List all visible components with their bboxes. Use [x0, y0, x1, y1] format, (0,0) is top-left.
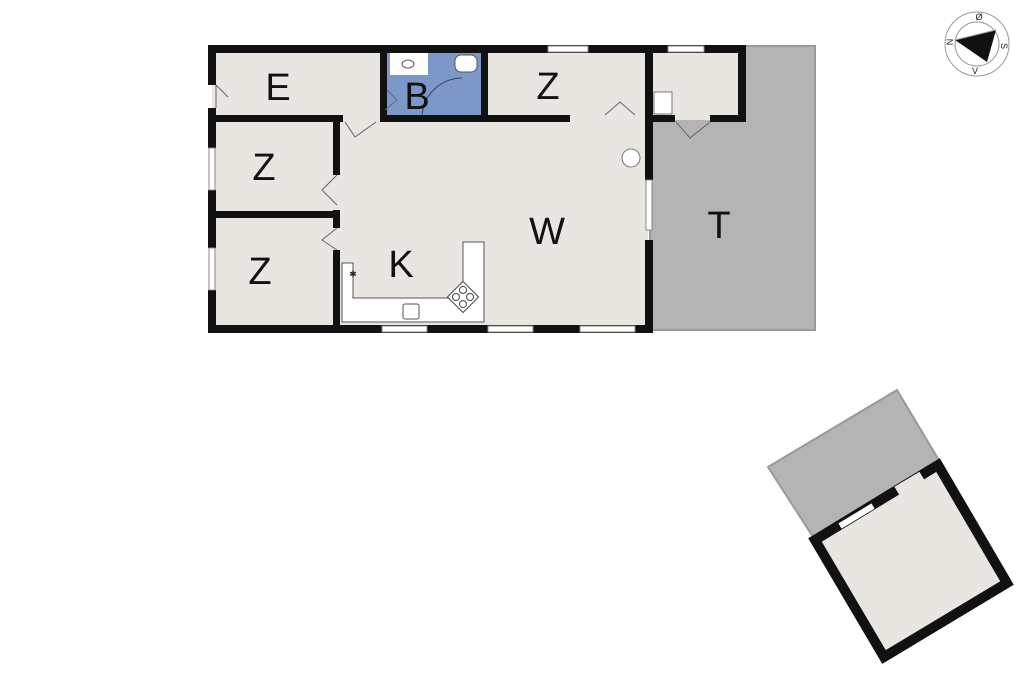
fan-icon: ✱	[349, 269, 357, 279]
compass-o: Ø	[975, 12, 982, 22]
floor-z-low	[212, 218, 337, 328]
room-label-z-low: Z	[248, 251, 271, 293]
washbasin-icon	[390, 53, 428, 75]
floor-living	[337, 120, 648, 328]
compass-v: V	[972, 66, 978, 76]
windows	[208, 45, 705, 333]
floor-z-top	[486, 50, 648, 120]
floor-e	[212, 50, 387, 120]
toilet-icon	[454, 54, 478, 73]
stove-icon	[446, 280, 480, 314]
room-label-w: W	[529, 211, 565, 253]
room-label-e: E	[265, 67, 290, 109]
basin-bowl	[401, 59, 415, 69]
compass-s: S	[999, 43, 1009, 49]
room-label-b: B	[404, 76, 429, 118]
compass-icon: N Ø S V	[944, 11, 1010, 77]
annex-door	[894, 471, 925, 496]
washer-icon	[653, 91, 673, 115]
shower-arc	[421, 77, 463, 119]
room-label-k: K	[388, 244, 413, 286]
annex-window	[838, 503, 875, 529]
compass-n: N	[945, 39, 955, 46]
kitchen-counter	[341, 241, 485, 323]
door-swings	[215, 84, 711, 251]
stove-round-icon	[621, 148, 641, 168]
floor-z-mid	[212, 120, 337, 218]
room-label-z-top: Z	[536, 66, 559, 108]
room-label-z-mid: Z	[252, 147, 275, 189]
walls	[208, 45, 746, 333]
sink-icon	[402, 303, 420, 320]
room-label-t: T	[707, 205, 730, 247]
